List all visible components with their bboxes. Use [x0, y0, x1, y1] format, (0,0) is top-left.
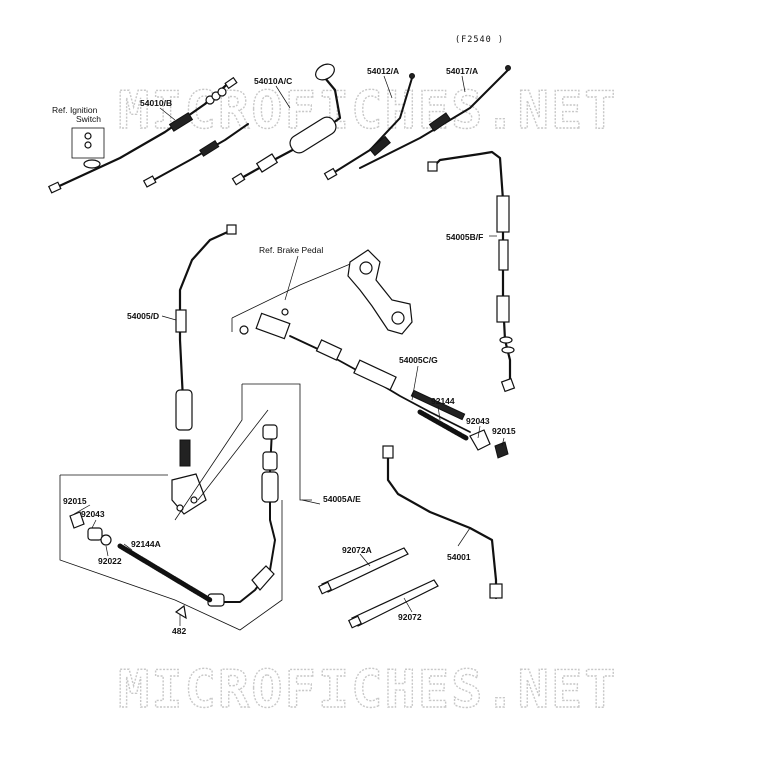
spring-92144a [117, 543, 213, 603]
cable-54010-b-lower [142, 123, 249, 188]
label-92072a: 92072A [342, 545, 372, 555]
cable-54005-cg [289, 335, 509, 459]
cable-54001 [382, 445, 503, 600]
small-parts-left [69, 511, 187, 620]
label-482: 482 [172, 626, 186, 636]
cable-54005-d [171, 224, 237, 515]
label-54005-ae: 54005A/E [323, 494, 361, 504]
ignition-switch-parts [71, 127, 105, 169]
label-92015-left: 92015 [63, 496, 87, 506]
ref-brake-pedal-label: Ref. Brake Pedal [259, 245, 323, 255]
ref-switch-label: Switch [76, 114, 101, 124]
brake-clevis [239, 308, 291, 340]
cable-54010-b [47, 76, 238, 194]
label-54010-ac: 54010A/C [254, 76, 292, 86]
label-92144: 92144 [431, 396, 455, 406]
label-54005-d: 54005/D [127, 311, 159, 321]
watermark-top: MICROFICHES.NET [118, 81, 618, 141]
cable-tie-92072 [347, 579, 439, 629]
watermark-bottom: MICROFICHES.NET [118, 660, 618, 720]
label-92022: 92022 [98, 556, 122, 566]
label-54005-bf: 54005B/F [446, 232, 483, 242]
label-92015-right: 92015 [492, 426, 516, 436]
label-54017-a: 54017/A [446, 66, 478, 76]
label-54005-cg: 54005C/G [399, 355, 438, 365]
cable-54017-a [359, 65, 511, 169]
ref-ignition-switch: Ref. Ignition Switch [52, 105, 101, 124]
label-54012-a: 54012/A [367, 66, 399, 76]
cable-tie-92072a [317, 547, 409, 595]
ref-ignition-label: Ref. Ignition [52, 105, 98, 115]
brake-pedal [347, 249, 413, 335]
figure-code: (F2540 ) [455, 35, 504, 45]
label-54001: 54001 [447, 552, 471, 562]
cable-54010-ac [231, 63, 342, 186]
label-92072: 92072 [398, 612, 422, 622]
cable-54005-ae [207, 424, 279, 607]
cable-54012-a [323, 73, 415, 181]
group-54005-ae [59, 383, 312, 631]
cable-54005-bf [427, 150, 516, 393]
label-92043-left: 92043 [81, 509, 105, 519]
label-54010-b: 54010/B [140, 98, 172, 108]
label-92043-right: 92043 [466, 416, 490, 426]
spring-92144 [417, 409, 469, 441]
label-92144a: 92144A [131, 539, 161, 549]
